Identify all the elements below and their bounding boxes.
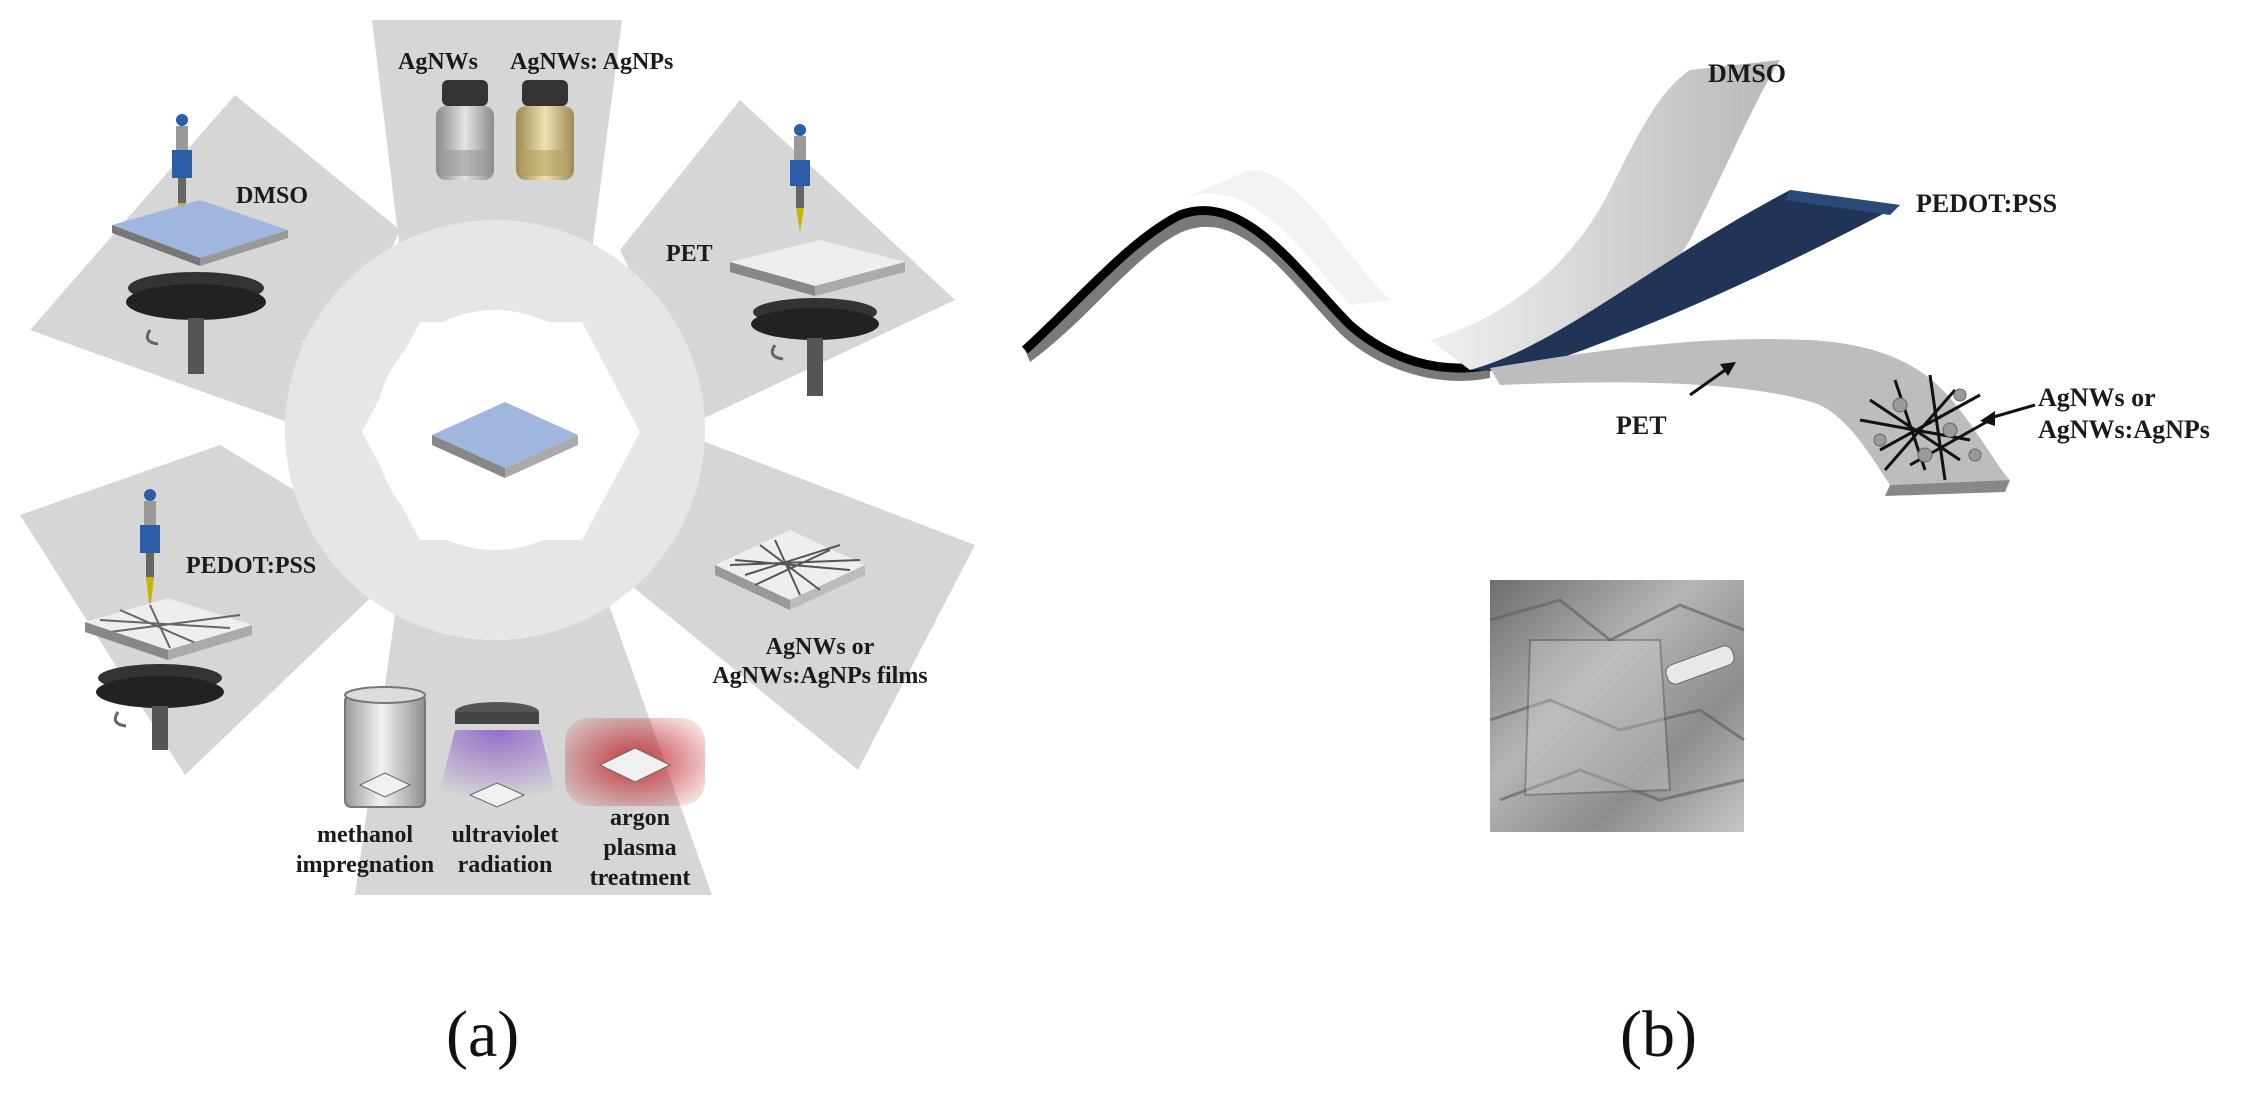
pet-layer-edge [1885,480,2010,496]
label-agnws-line2: AgNWs:AgNPs [2038,415,2210,444]
nanowire-film-icon [1859,374,1991,481]
agnws-arrow [1989,403,2036,420]
label-pedot-step: PEDOT:PSS [186,553,317,579]
panel-a-letter: (a) [446,998,520,1071]
beaker-icon [344,686,426,808]
cycle-arrow-tail [440,223,524,271]
pet-layer [1490,339,2010,485]
base-edge [1021,206,1491,373]
pedot-layer-top [1785,190,1900,215]
label-agnws-line1: AgNWs or [2038,383,2156,412]
dmso-layer [1430,60,1780,370]
pet-arrow [1689,366,1729,397]
sample-photo [1489,580,1745,832]
label-uv-line1: ultraviolet [451,822,559,848]
agnws-arrow-head [1980,411,1995,426]
label-pet-step: PET [666,241,713,267]
nanoparticles [1873,388,1982,463]
label-methanol-line2: impregnation [295,852,435,878]
base-layer [1025,210,1490,381]
label-dmso-layer: DMSO [1708,59,1786,88]
pet-arrow-head [1720,362,1736,376]
cycle-arrow-head [300,330,390,420]
label-methanol-line1: methanol [317,822,413,848]
dmso-left-layer [1180,170,1390,305]
label-films-line2: AgNWs:AgNPs films [712,663,928,689]
label-argon-line2: plasma [603,835,677,861]
label-films-line1: AgNWs or [765,634,875,660]
label-pet-layer: PET [1616,411,1667,440]
cycle-arrow [285,220,705,640]
spin-coater-icon [85,598,252,750]
pedot-layer [1470,190,1900,372]
label-uv-line2: radiation [457,852,553,878]
nanowire-film-icon [715,530,865,610]
bottle-icon [436,80,494,180]
spin-coater-icon [730,240,905,396]
label-agnws: AgNWs [398,49,479,75]
label-argon-line1: argon [610,805,670,831]
uv-lamp-icon [435,702,560,810]
panel-b [1021,60,2036,832]
label-argon-line3: treatment [589,865,691,891]
wedge-solutions [372,20,622,250]
plasma-chamber-icon [565,718,705,806]
spin-coater-icon [112,200,288,374]
pipette-icon [140,489,160,612]
panel-a [20,20,975,895]
label-agnws-agnps: AgNWs: AgNPs [510,49,674,75]
label-pedot-layer: PEDOT:PSS [1916,189,2058,218]
label-dmso-step: DMSO [236,183,308,209]
bottle-icon [516,80,574,180]
panel-b-letter: (b) [1620,998,1697,1071]
center-substrate [432,402,578,478]
pipette-icon [790,124,810,232]
